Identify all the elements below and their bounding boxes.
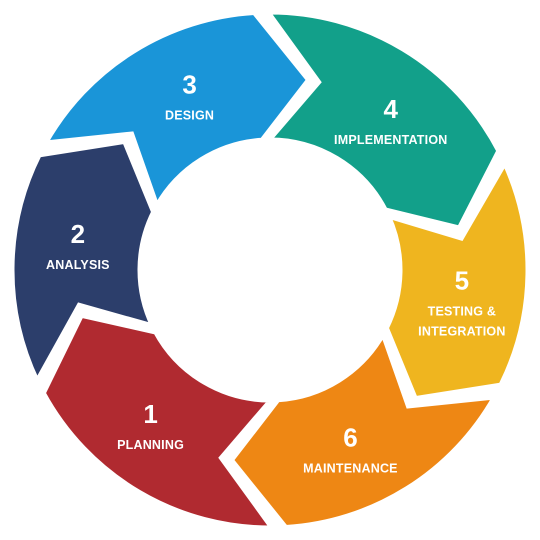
stage-label-3: DESIGN (165, 108, 214, 122)
stage-label-5-line-1: TESTING & (428, 305, 496, 319)
stage-label-5-line-2: INTEGRATION (418, 325, 505, 339)
stage-label-2: ANALYSIS (46, 258, 110, 272)
stage-number-3: 3 (182, 69, 196, 99)
stage-number-2: 2 (71, 219, 85, 249)
stage-number-4: 4 (384, 94, 399, 124)
stage-number-1: 1 (143, 399, 157, 429)
stage-label-1: PLANNING (117, 438, 184, 452)
stage-number-6: 6 (343, 423, 357, 453)
stage-label-4: IMPLEMENTATION (334, 133, 447, 147)
stage-number-5: 5 (455, 266, 469, 296)
center-hole (138, 138, 402, 402)
stage-label-6: MAINTENANCE (303, 462, 398, 476)
